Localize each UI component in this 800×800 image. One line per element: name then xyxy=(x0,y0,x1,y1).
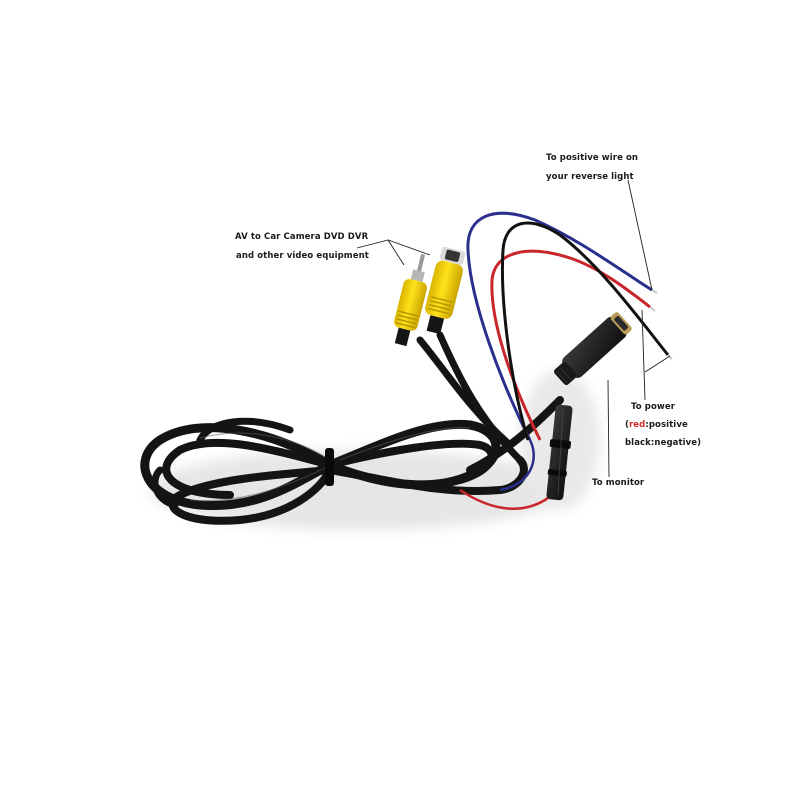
power-line1: To power xyxy=(631,402,676,412)
monitor-line1: To monitor xyxy=(592,478,645,488)
fuse-holder xyxy=(546,404,573,501)
av-callout-line2: and other video equipment xyxy=(236,251,369,261)
rca-plugs xyxy=(394,246,466,347)
coiled-cable xyxy=(140,331,564,525)
reverse-light-line2: your reverse light xyxy=(546,172,634,182)
power-positive-text: :positive xyxy=(645,420,688,430)
power-line3: black:negative) xyxy=(625,438,702,448)
power-red-word: red xyxy=(629,420,646,430)
leader-lines xyxy=(356,179,671,478)
black-power-wire xyxy=(500,221,670,441)
reverse-light-callout-label: To positive wire on your reverse light xyxy=(546,149,638,187)
power-line2: (red:positive xyxy=(625,416,701,434)
av-callout-line1: AV to Car Camera DVD DVR xyxy=(235,232,369,242)
av-callout-label: AV to Car Camera DVD DVR and other video… xyxy=(235,228,369,266)
cable-tie xyxy=(325,448,334,486)
blue-wire xyxy=(466,211,653,441)
wire-tips xyxy=(649,289,673,360)
cable-highlights xyxy=(189,427,471,502)
power-callout-label: To power (red:positive black:negative) xyxy=(625,398,701,452)
monitor-callout-label: To monitor xyxy=(592,474,644,493)
reverse-light-line1: To positive wire on xyxy=(546,153,639,163)
blue-wire-lower xyxy=(499,439,535,492)
four-pin-connector xyxy=(554,312,632,386)
power-paren-open: ( xyxy=(625,420,629,430)
